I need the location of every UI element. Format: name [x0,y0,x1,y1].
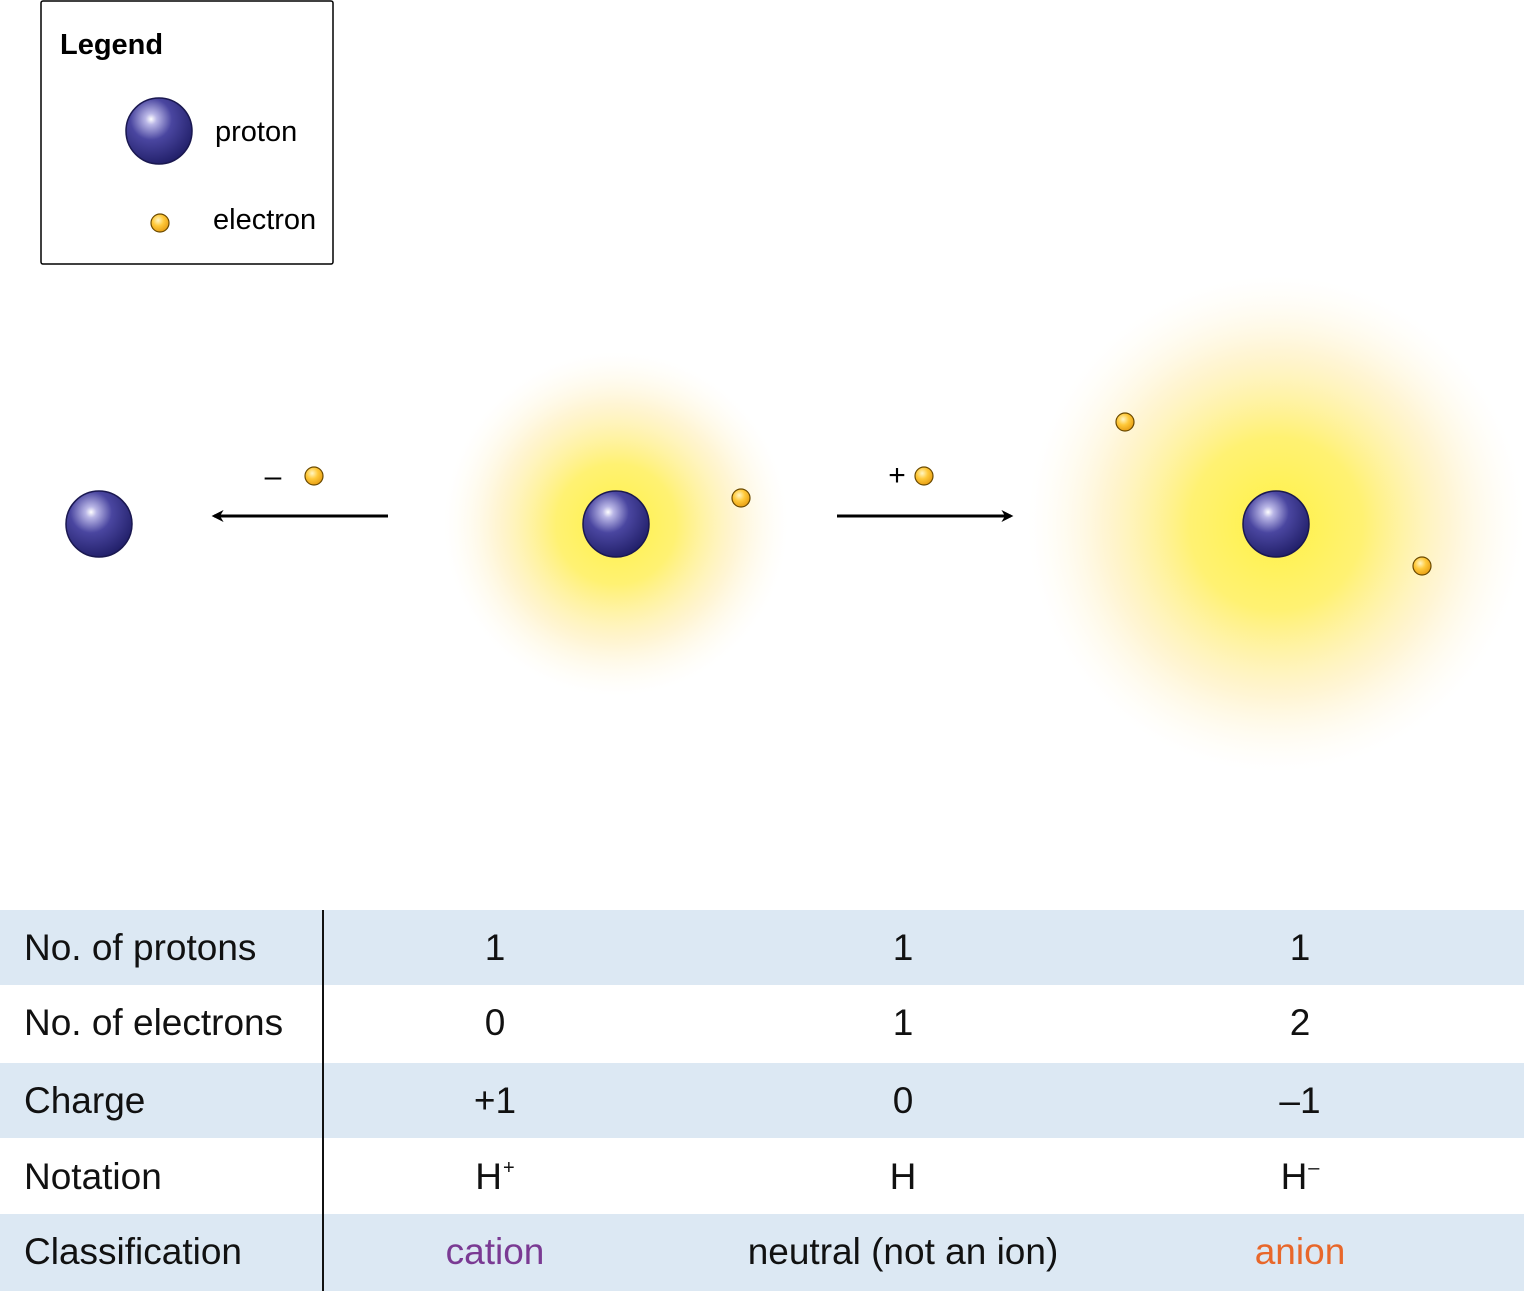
anion-notation: H– [1150,1139,1450,1214]
proton-sphere-icon [125,97,193,165]
neutral-electrons: 1 [892,1001,914,1043]
neutral-classification: neutral (not an ion) [747,1230,1059,1272]
element-symbol: H [1280,1155,1308,1197]
element-symbol: H [475,1155,503,1197]
cation-atom [65,490,133,558]
cation-classification: cation [445,1230,545,1272]
row-label: Charge [24,1079,146,1121]
anion-protons: 1 [1289,926,1311,968]
table-column-divider [322,910,324,1291]
cation-electrons: 0 [484,1001,506,1043]
cation-proton [65,490,133,558]
table-row-protons: No. of protons 1 1 1 [0,910,1524,985]
cation-protons: 1 [484,926,506,968]
anion-charge: –1 [1279,1079,1321,1121]
row-label: No. of protons [24,926,257,968]
cation-notation: H+ [345,1139,645,1214]
row-label: No. of electrons [24,1001,284,1043]
legend: Legend proton electron [40,0,334,265]
anion-electron-1 [1115,412,1135,432]
add-electron-arrow: + [837,459,1014,522]
anion-classification: anion [1254,1230,1346,1272]
ion-comparison-table: No. of protons 1 1 1 No. of electrons 0 … [0,910,1524,1291]
added-electron [914,466,934,486]
table-row-electrons: No. of electrons 0 1 2 [0,985,1524,1060]
anion-electron-2 [1412,556,1432,576]
anion-atom [1115,412,1432,576]
electron-sphere-icon [150,213,170,233]
element-symbol: H [889,1155,917,1197]
neutral-charge: 0 [892,1079,914,1121]
removed-electron [304,466,324,486]
legend-electron-label: electron [213,204,316,236]
neutral-proton [582,490,650,558]
row-label: Notation [24,1155,162,1197]
minus-sign: – [265,460,282,493]
anion-electrons: 2 [1289,1001,1311,1043]
charge-superscript: + [503,1157,515,1179]
ion-formation-diagram: Legend proton electron – + [40,0,1524,772]
table-row-notation: Notation H+ H H– [0,1139,1524,1214]
table-row-charge: Charge +1 0 –1 [0,1063,1524,1138]
table-row-classification: Classification cation neutral (not an io… [0,1214,1524,1291]
row-label: Classification [24,1230,242,1272]
neutral-atom [582,488,751,558]
legend-title: Legend [60,29,163,61]
cation-charge: +1 [473,1079,517,1121]
neutral-notation: H [753,1139,1053,1214]
anion-proton [1242,490,1310,558]
plus-sign: + [888,459,906,492]
remove-electron-arrow: – [211,460,388,522]
neutral-electron [731,488,751,508]
legend-proton-label: proton [215,116,297,148]
charge-superscript: – [1308,1157,1320,1179]
neutral-protons: 1 [892,926,914,968]
